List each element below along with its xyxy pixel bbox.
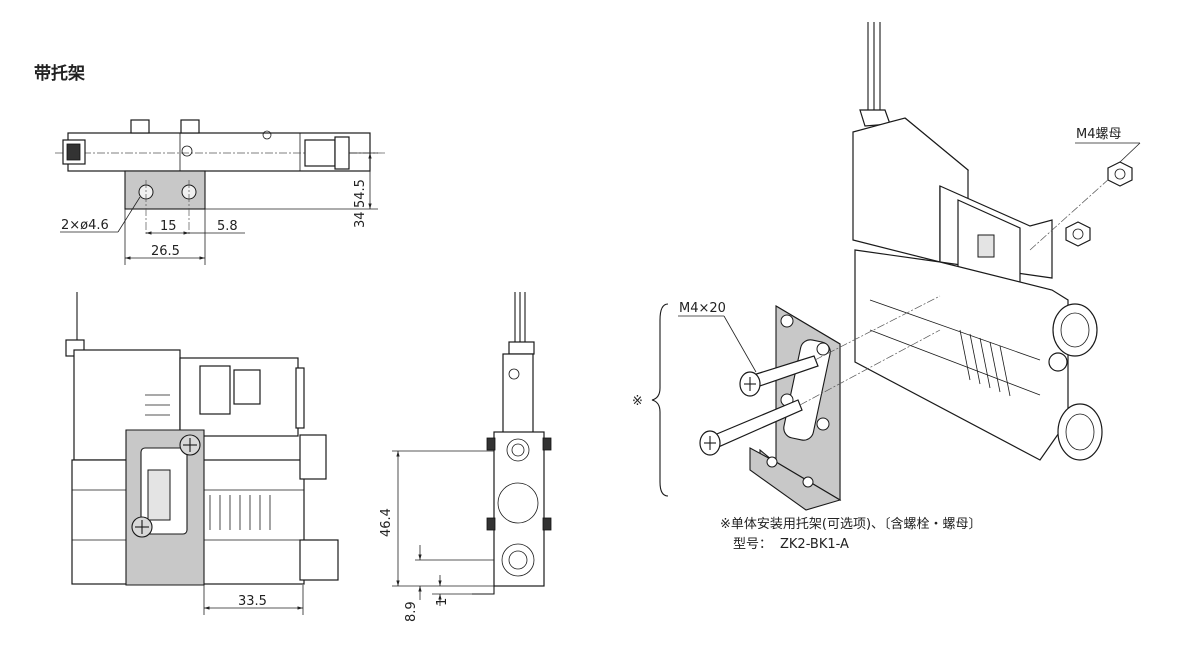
height-a-label: 54.5 — [353, 179, 368, 208]
pitch-label: 15 — [160, 219, 177, 234]
front-view — [65, 292, 339, 615]
hole-spec-label: 2×ø4.6 — [61, 218, 109, 233]
thickness-label: 1 — [435, 598, 450, 606]
side-view — [392, 292, 552, 606]
model-label: 型号： — [733, 537, 772, 552]
exploded-view — [651, 22, 1141, 511]
nut-label: M4螺母 — [1076, 127, 1122, 142]
note-mark: ※ — [632, 394, 643, 409]
height-b-label: 34 — [353, 211, 368, 228]
page-title: 带托架 — [34, 63, 85, 84]
bracket-width-label: 26.5 — [151, 244, 180, 259]
bracket-note: ※单体安装用托架(可选项)、〔含螺栓・螺母〕 — [720, 516, 982, 532]
top-view — [55, 119, 385, 265]
base-width-label: 33.5 — [238, 594, 267, 609]
height-d-label: 8.9 — [404, 601, 419, 622]
offset-label: 5.8 — [217, 219, 238, 234]
screw-label: M4×20 — [679, 301, 726, 316]
model-number: ZK2-BK1-A — [780, 537, 849, 552]
height-c-label: 46.4 — [379, 508, 394, 537]
